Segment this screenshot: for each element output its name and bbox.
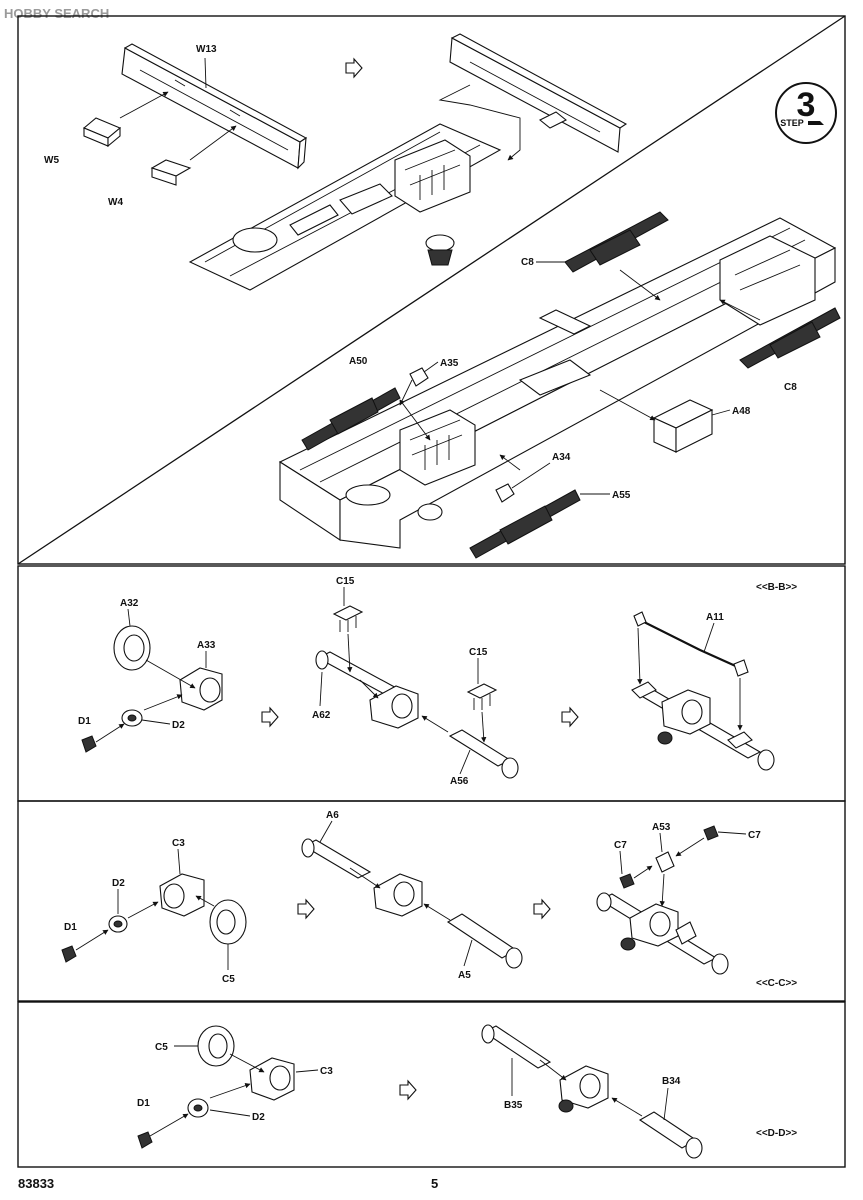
part-d1-d [137,1131,153,1149]
arrow-right-icon [399,1080,417,1100]
arrow-right-icon [533,899,551,919]
label-c15-b: C15 [469,647,488,658]
label-a34: A34 [552,452,571,463]
label-d2-d: D2 [252,1112,265,1123]
label-a5: A5 [458,970,471,981]
section-label-c-c: <<C-C>> [756,978,797,989]
label-a35: A35 [440,358,459,369]
panel-section-b-b: <<B-B>> A32 A33 D1 D2 [17,565,846,802]
axle-d-stage2 [481,1024,703,1159]
axle-b-stage2 [315,650,519,779]
label-d2-b: D2 [172,720,185,731]
chassis-lower [278,217,837,549]
label-w13: W13 [196,44,217,55]
part-a35 [409,367,429,387]
panel-main-assembly: 3 STEP [17,15,846,565]
label-a56: A56 [450,776,469,787]
label-c5-d: C5 [155,1042,168,1053]
section-label-d-d: <<D-D>> [756,1128,797,1139]
axle-c-stage2 [301,838,523,969]
step-badge-icon: 3 STEP [775,82,837,144]
axle-b-complete [631,611,775,771]
part-c3-d [249,1057,295,1101]
rear-bumper [449,33,628,153]
label-d1-d: D1 [137,1098,150,1109]
label-a11: A11 [706,612,724,623]
part-d2-d [187,1098,209,1118]
arrow-right-icon [561,707,579,727]
label-c7-left: C7 [614,840,627,851]
label-a62: A62 [312,710,331,721]
part-w4 [150,159,192,186]
leaf-spring-c8-rear [739,307,841,369]
leaf-spring-a55 [469,489,581,559]
arrow-right-icon [345,58,363,78]
arrow-right-icon [261,707,279,727]
box-a48 [652,399,714,453]
axle-c-complete [596,892,729,975]
bumper-w13 [121,43,308,170]
label-c7-right: C7 [748,830,761,841]
part-c7-left [619,873,635,889]
part-d1-c [61,945,77,963]
label-d2-c: D2 [112,878,125,889]
part-a34 [495,483,515,503]
label-c3-c: C3 [172,838,185,849]
label-a48: A48 [732,406,751,417]
part-a53 [655,851,675,873]
part-c7-right [703,825,719,841]
step-number: 3 [797,86,816,124]
chassis-upper [188,123,502,291]
panel-section-d-d: <<D-D>> C5 C3 D1 D2 [17,1001,846,1168]
label-a32: A32 [120,598,139,609]
leaf-spring-c8-front [564,211,669,273]
label-a50: A50 [349,356,368,367]
part-c5-d [197,1025,235,1067]
part-c15-b [466,683,498,710]
label-a6: A6 [326,810,339,821]
arrow-right-icon [297,899,315,919]
part-c15-a [332,605,364,632]
part-c3-c [159,873,205,917]
part-d2-b [121,709,143,727]
step-label: STEP [780,118,804,128]
label-d1-c: D1 [64,922,77,933]
label-c5-c: C5 [222,974,235,985]
leaf-spring-a50 [301,387,401,451]
label-c3-d: C3 [320,1066,333,1077]
part-a32 [113,625,151,671]
label-w5: W5 [44,155,59,166]
label-c8-rear: C8 [784,382,797,393]
watermark: HOBBY SEARCH [4,6,109,21]
label-a55: A55 [612,490,631,501]
footer-code: 83833 [18,1176,54,1191]
footer-page-number: 5 [431,1176,438,1191]
label-c8-front: C8 [521,257,534,268]
part-w5 [82,117,122,148]
label-a33: A33 [197,640,216,651]
section-label-b-b: <<B-B>> [756,582,797,593]
label-a53: A53 [652,822,671,833]
part-d2-c [108,915,128,933]
part-c5-c [209,899,247,945]
label-d1-b: D1 [78,716,91,727]
part-a33 [179,667,223,711]
label-c15-a: C15 [336,576,355,587]
label-w4: W4 [108,197,123,208]
panel-section-c-c: <<C-C>> C3 D2 D1 C5 [17,800,846,1002]
part-d1-b [81,735,97,753]
label-b34: B34 [662,1076,681,1087]
label-b35: B35 [504,1100,523,1111]
